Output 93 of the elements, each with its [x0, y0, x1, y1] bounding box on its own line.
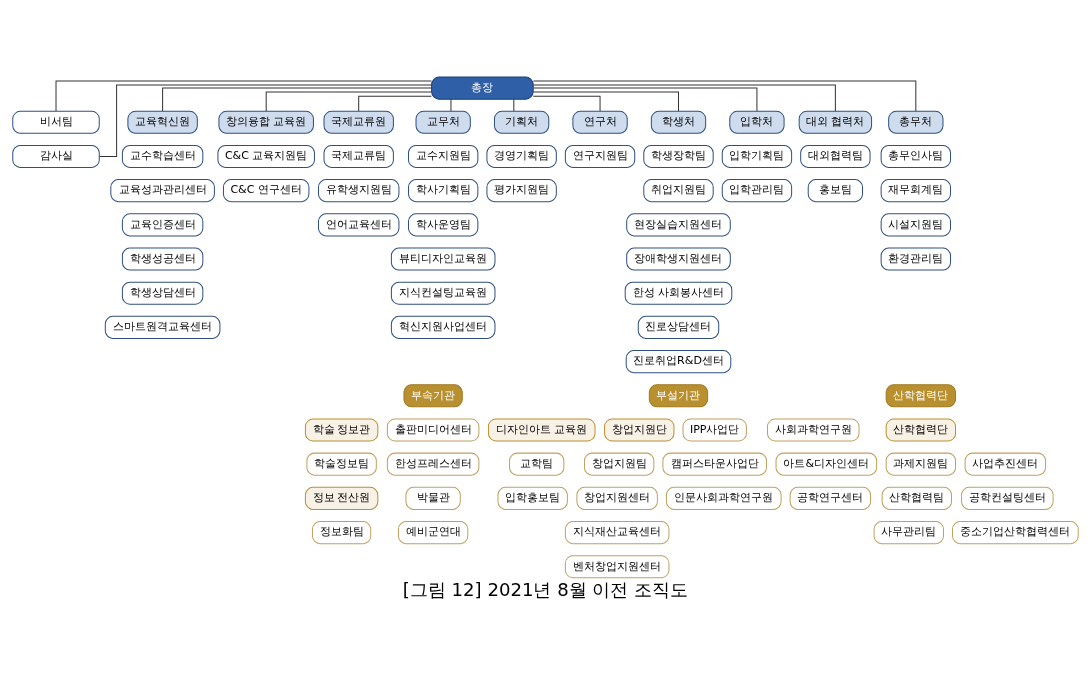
node-box: 대외 협력처: [798, 110, 873, 134]
node-box: 학사기획팀: [407, 179, 479, 203]
node-box: 산학협력단: [885, 418, 957, 442]
node-box: 산학협력단: [885, 384, 957, 408]
node-box: 캠퍼스타운사업단: [662, 452, 767, 476]
node-box: 교육혁신원: [127, 110, 198, 134]
node-box: 환경관리팀: [880, 247, 951, 271]
connector: [358, 95, 432, 112]
connector: [450, 98, 452, 112]
node-box: 창업지원센터: [576, 486, 658, 510]
node-box: 스마트원격교육센터: [104, 315, 221, 339]
node-box: 진로취업R&D센터: [625, 350, 732, 374]
node-box: 창업지원팀: [583, 452, 655, 476]
node-box: 학생상담센터: [121, 281, 204, 305]
connector: [532, 87, 758, 112]
node-box: 박물관: [405, 486, 461, 510]
node-box: 공학컨설팅센터: [961, 486, 1054, 510]
node-box: 평가지원팀: [486, 179, 557, 203]
caption: [그림 12] 2021년 8월 이전 조직도: [402, 579, 689, 601]
connector: [532, 80, 917, 112]
node-box: 언어교육센터: [317, 213, 400, 237]
node-box: 학생처: [650, 110, 707, 134]
node-box: 교수학습센터: [121, 144, 204, 169]
node-box: 총무처: [888, 110, 944, 134]
connector: [265, 91, 432, 112]
node-box: 취업지원팀: [643, 179, 714, 203]
node-box: 한성프레스센터: [386, 452, 480, 476]
node-box: 사회과학연구원: [767, 418, 860, 442]
node-box: 시설지원팀: [880, 213, 951, 237]
node-box: 연구지원팀: [564, 144, 636, 169]
connector: [55, 80, 432, 112]
node-box: 뷰티디자인교육원: [390, 247, 496, 271]
node-box: 국제교류팀: [323, 144, 394, 169]
connector: [513, 98, 515, 112]
node-box: 교수지원팀: [407, 144, 479, 169]
node-box: 장애학생지원센터: [626, 247, 731, 271]
node-box: 홍보팀: [807, 179, 864, 203]
node-box: 인문사회과학연구원: [665, 486, 782, 510]
node-box: 정보화팀: [311, 521, 372, 545]
node-box: 지식재산교육센터: [564, 521, 670, 545]
node-box: 학생장학팀: [643, 144, 714, 169]
node-box: 입학홍보팀: [497, 486, 568, 510]
node-box: 출판미디어센터: [386, 418, 480, 442]
node-box: 산학협력팀: [881, 486, 953, 510]
node-box: C&C 교육지원팀: [217, 144, 315, 169]
node-box: 교육인증센터: [121, 213, 204, 237]
node-box: 창의융합 교육원: [218, 110, 314, 134]
node-box: C&C 연구센터: [222, 179, 310, 203]
node-box: 학사운영팀: [407, 213, 479, 237]
node-box: 지식컨설팅교육원: [390, 281, 496, 305]
node-box: 한성 사회봉사센터: [624, 281, 733, 305]
node-box: 사무관리팀: [873, 521, 944, 545]
connector: [532, 91, 679, 112]
node-box: 감사실: [12, 144, 100, 169]
node-box: 입학처: [729, 110, 785, 134]
node-box: 부설기관: [648, 384, 709, 408]
node-box: 현장실습지원센터: [626, 213, 731, 237]
node-box: 창업지원단: [604, 418, 675, 442]
node-box: 대외협력팀: [800, 144, 871, 169]
node-box: 비서팀: [12, 110, 100, 134]
node-box: 학술정보팀: [306, 452, 377, 476]
node-box: IPP사업단: [682, 418, 747, 442]
node-box: 국제교류원: [323, 110, 394, 134]
node-box: 중소기업산학협력센터: [952, 521, 1079, 545]
node-box: 유학생지원팀: [317, 179, 400, 203]
node-box: 기획처: [493, 110, 550, 134]
node-box: 정보 전산원: [304, 486, 379, 510]
node-box: 아트&디자인센터: [775, 452, 878, 476]
node-box: 연구처: [572, 110, 628, 134]
connector: [532, 95, 601, 112]
node-box: 학생성공센터: [121, 247, 204, 271]
node-box: 혁신지원사업센터: [390, 315, 496, 339]
node-box: 교육성과관리센터: [110, 179, 215, 203]
node-box: 부속기관: [403, 384, 463, 408]
node-box: 벤처창업지원센터: [564, 555, 670, 579]
connector: [162, 87, 432, 112]
node-box: 입학관리팀: [721, 179, 793, 203]
connector: [532, 84, 836, 112]
node-box: 입학기획팀: [721, 144, 793, 169]
node-box: 디자인아트 교육원: [487, 418, 596, 442]
node-box: 사업추진센터: [964, 452, 1047, 476]
node-box: 학술 정보관: [304, 418, 379, 442]
node-box: 예비군연대: [397, 521, 469, 545]
node-box: 과제지원팀: [885, 452, 957, 476]
node-box: 진로상담센터: [637, 315, 720, 339]
node-box: 교무처: [415, 110, 471, 134]
node-box: 총장: [431, 76, 534, 100]
node-box: 공학연구센터: [789, 486, 872, 510]
node-box: 총무인사팀: [880, 144, 951, 169]
connector: [98, 84, 433, 157]
node-box: 교학팀: [509, 452, 565, 476]
node-box: 경영기획팀: [486, 144, 557, 169]
node-box: 재무회계팀: [880, 179, 951, 203]
